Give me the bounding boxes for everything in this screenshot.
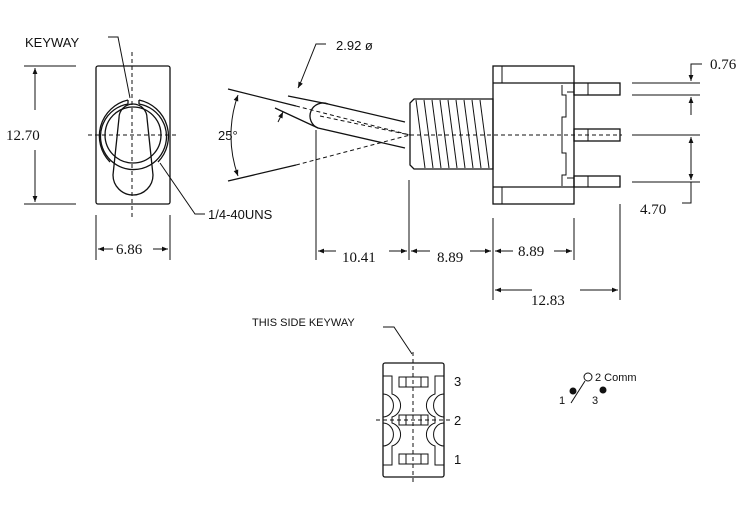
pin-label-3: 3 <box>454 374 461 389</box>
thread-label: 1/4-40UNS <box>208 207 273 222</box>
lever-dia: 2.92 ø <box>336 38 373 53</box>
width-dim: 6.86 <box>116 242 143 258</box>
front-view: KEYWAY 1/4-40UNS 12.70 6.86 <box>6 35 273 260</box>
schematic-pin-1: 1 <box>559 395 565 407</box>
overall-dim: 12.83 <box>531 293 565 309</box>
lever-dim: 10.41 <box>342 250 376 266</box>
switch-schematic: 2 Comm 1 3 <box>559 372 637 407</box>
schematic-pin-3: 3 <box>592 395 598 407</box>
angle-label: 25° <box>218 128 238 143</box>
keyway-label: KEYWAY <box>25 35 80 50</box>
bottom-keyway-label: THIS SIDE KEYWAY <box>252 317 355 329</box>
comm-label: 2 Comm <box>595 372 637 384</box>
body-dim: 8.89 <box>518 244 544 260</box>
pin-label-2: 2 <box>454 413 461 428</box>
pitch-dim: 4.70 <box>640 202 666 218</box>
pin-dim: 0.76 <box>710 57 737 73</box>
side-view: 25° 2.92 ø <box>218 38 737 309</box>
bushing-dim: 8.89 <box>437 250 463 266</box>
bottom-view: THIS SIDE KEYWAY 3 2 1 <box>252 317 461 485</box>
pin-label-1: 1 <box>454 452 461 467</box>
height-dim: 12.70 <box>6 128 40 144</box>
